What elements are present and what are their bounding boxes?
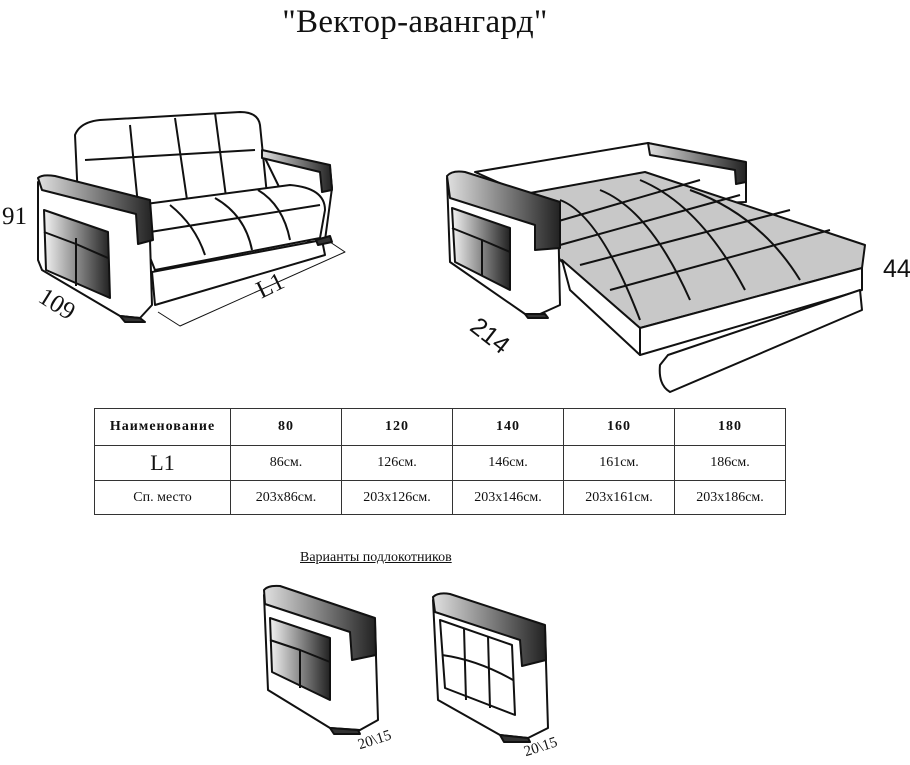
- table-row: L1 86см. 126см. 146см. 161см. 186см.: [94, 445, 786, 481]
- table-cell: 161см.: [563, 445, 675, 481]
- table-cell: 203x126см.: [341, 480, 453, 515]
- table-cell: 203x146см.: [452, 480, 564, 515]
- header-cell-140: 140: [452, 408, 564, 446]
- header-cell-180: 180: [674, 408, 786, 446]
- header-cell-160: 160: [563, 408, 675, 446]
- bed-seat-height-label: 44: [883, 255, 910, 283]
- table-cell: 86см.: [230, 445, 342, 481]
- armrest-variant-quilted-drawing: [432, 592, 549, 743]
- table-cell: 146см.: [452, 445, 564, 481]
- page-title: "Вектор-авангард": [282, 4, 548, 40]
- armrest-variant-shelves-drawing: [263, 584, 379, 735]
- table-header-row: Наименование 80 120 140 160 180: [94, 408, 786, 446]
- row-label-sleeping-area: Сп. место: [94, 480, 231, 515]
- table-cell: 203x161см.: [563, 480, 675, 515]
- table-cell: 126см.: [341, 445, 453, 481]
- header-cell-80: 80: [230, 408, 342, 446]
- header-cell-120: 120: [341, 408, 453, 446]
- header-cell-name: Наименование: [94, 408, 231, 446]
- armrest-variants-title: Варианты подлокотников: [300, 550, 452, 565]
- sofa-height-label: 91: [2, 203, 27, 230]
- table-cell: 186см.: [674, 445, 786, 481]
- sofa-bed-drawing: [446, 142, 866, 393]
- sofa-closed-drawing: [37, 111, 346, 327]
- table-cell: 203x86см.: [230, 480, 342, 515]
- table-cell: 203x186см.: [674, 480, 786, 515]
- sizes-table: Наименование 80 120 140 160 180 L1 86см.…: [94, 408, 786, 515]
- table-row: Сп. место 203x86см. 203x126см. 203x146см…: [94, 480, 786, 515]
- row-label-l1: L1: [94, 445, 231, 481]
